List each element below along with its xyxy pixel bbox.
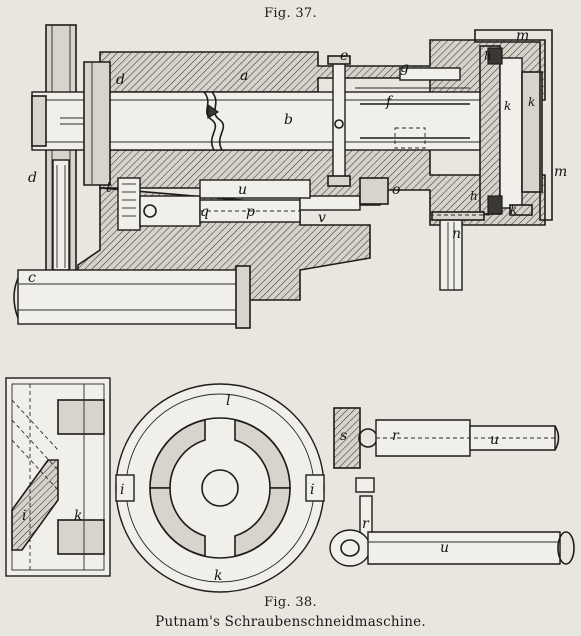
gear-h [479, 45, 501, 215]
fig38-wheel: i i l k [115, 383, 325, 593]
fig37-label-c: c [28, 270, 36, 286]
rod-r-top [375, 419, 471, 457]
collar-o [359, 177, 389, 205]
fig37-label-k-mid: k [504, 99, 511, 113]
fig37-label-o: o [392, 182, 400, 198]
fig37-label-b: b [284, 112, 293, 128]
fig37-label-h-bottom: h [470, 189, 478, 203]
fig37-label-m-right: m [554, 164, 567, 180]
fig38-die-groove [11, 459, 59, 551]
fig37-label-m-top: m [516, 28, 529, 44]
fig38-label-r-bottom: r [362, 516, 370, 532]
bolt-e [332, 61, 346, 181]
fig38-label-k-wheel: k [214, 568, 222, 584]
vertical-bar-d [52, 159, 70, 271]
collar-k [499, 57, 523, 209]
fig38-label-u-bottom: u [440, 540, 449, 556]
fig38-label-i-wheel-left: i [120, 482, 124, 498]
fig38-left-die: i k [5, 377, 111, 577]
fig37-label-d-upper: d [116, 72, 125, 88]
fig38-label-i-left: i [22, 508, 26, 524]
ring-end [329, 529, 371, 567]
fig37-label-k-right: k [528, 95, 535, 109]
fig38-label-r-top: r [392, 428, 400, 444]
fig37-label-t: t [106, 180, 112, 196]
left-flange [83, 61, 111, 186]
fig37-label-f: f [385, 94, 394, 110]
figure-caption: Putnam's Schraubenschneidmaschine. [155, 614, 426, 630]
block-s [333, 407, 361, 469]
rod-u-bottom [367, 531, 561, 565]
fig37-drawing: a b c d d e f g h h k k k m m n o p q t … [13, 24, 567, 329]
lower-shaft-c [17, 269, 249, 325]
fig37-label-d-left: d [28, 170, 37, 186]
fig38-label-u-top: u [490, 432, 499, 448]
spindle-housing-top [99, 39, 546, 101]
fig38-right-parts: s r u r u [329, 407, 575, 567]
fig38-label-l: l [226, 393, 230, 409]
fig38-label-s: s [340, 428, 347, 444]
fig38-label-k-left: k [74, 508, 82, 524]
main-spindle [31, 91, 533, 151]
piston-t [117, 177, 141, 231]
bar-u [199, 179, 311, 199]
left-column [45, 24, 77, 291]
fig37-label-v: v [318, 210, 326, 226]
slide-q [139, 195, 201, 227]
fig37-label-p: p [246, 204, 255, 220]
fig37-label-q: q [200, 204, 209, 220]
fig37-label-h-top: h [484, 49, 492, 63]
fig38-label-i-wheel-right: i [310, 482, 314, 498]
fig37-label-u: u [238, 182, 247, 198]
fig37-label-a: a [240, 68, 248, 84]
die-wheel-hub [201, 469, 239, 507]
fig37-title: Fig. 37. [264, 6, 317, 21]
fig37-label-n: n [452, 226, 461, 242]
fig37-label-e: e [340, 48, 348, 64]
cover-m [474, 29, 553, 221]
spindle-end-cap [31, 95, 47, 147]
fig37-label-g: g [400, 60, 409, 76]
collar-k-end [521, 71, 543, 193]
fig37-label-k-bottom: k [510, 203, 517, 217]
fig38-title: Fig. 38. [264, 595, 317, 610]
